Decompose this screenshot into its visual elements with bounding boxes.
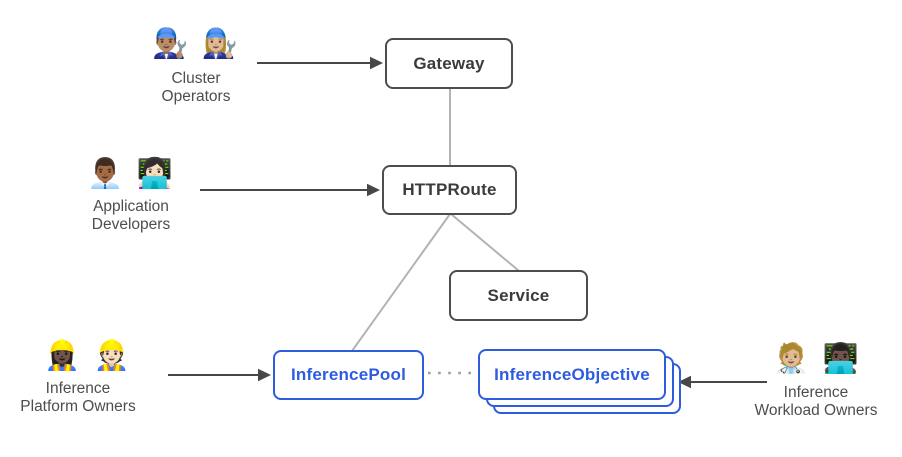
application-developers-label: Application Developers [71,198,191,233]
cluster-operators-label: Cluster Operators [136,70,256,105]
inference-workload-owners-icon: 🧑🏼‍⚕️ 👨🏿‍💻 [773,341,861,375]
arrow-workload-owners-to-inferenceobjective [678,375,767,389]
inference-pool-node-label: InferencePool [290,365,407,384]
inference-platform-owners-label-line2: Platform Owners [20,397,136,415]
httproute-node: HTTPRoute [382,165,517,215]
edge-httproute-service [450,213,520,272]
cluster-operators-label-line2: Operators [161,87,231,105]
inference-objective-node-label: InferenceObjective [494,364,650,384]
arrow-platform-owners-to-inferencepool [168,368,271,382]
arrow-application-developers-to-httproute [200,183,380,197]
inference-pool-node: InferencePool [273,350,424,400]
inference-workload-owners-label-line2: Workload Owners [754,401,878,419]
inference-platform-owners-icon: 👷🏿‍♀️ 👷🏻 [44,338,132,372]
inference-workload-owners-label-line1: Inference [783,384,849,401]
service-node-label: Service [487,285,550,305]
inference-objective-node: InferenceObjective [478,349,666,400]
gateway-node-label: Gateway [413,53,485,73]
httproute-node-label: HTTPRoute [402,180,497,199]
inference-workload-owners-label: Inference Workload Owners [746,384,886,419]
inference-platform-owners-label-line1: Inference [45,380,111,397]
inference-platform-owners-label: Inference Platform Owners [18,380,138,415]
arrow-cluster-operators-to-gateway [257,56,383,70]
edge-httproute-inferencepool [351,213,451,352]
gateway-node: Gateway [385,38,513,89]
application-developers-icon: 👨🏾‍💼 👩🏻‍💻 [87,156,175,190]
cluster-operators-icon: 👨🏽‍🔧 👩🏼‍🔧 [152,26,240,60]
application-developers-label-line2: Developers [91,215,171,233]
cluster-operators-label-line1: Cluster [171,70,221,87]
application-developers-label-line1: Application [93,198,169,215]
service-node: Service [449,270,588,321]
